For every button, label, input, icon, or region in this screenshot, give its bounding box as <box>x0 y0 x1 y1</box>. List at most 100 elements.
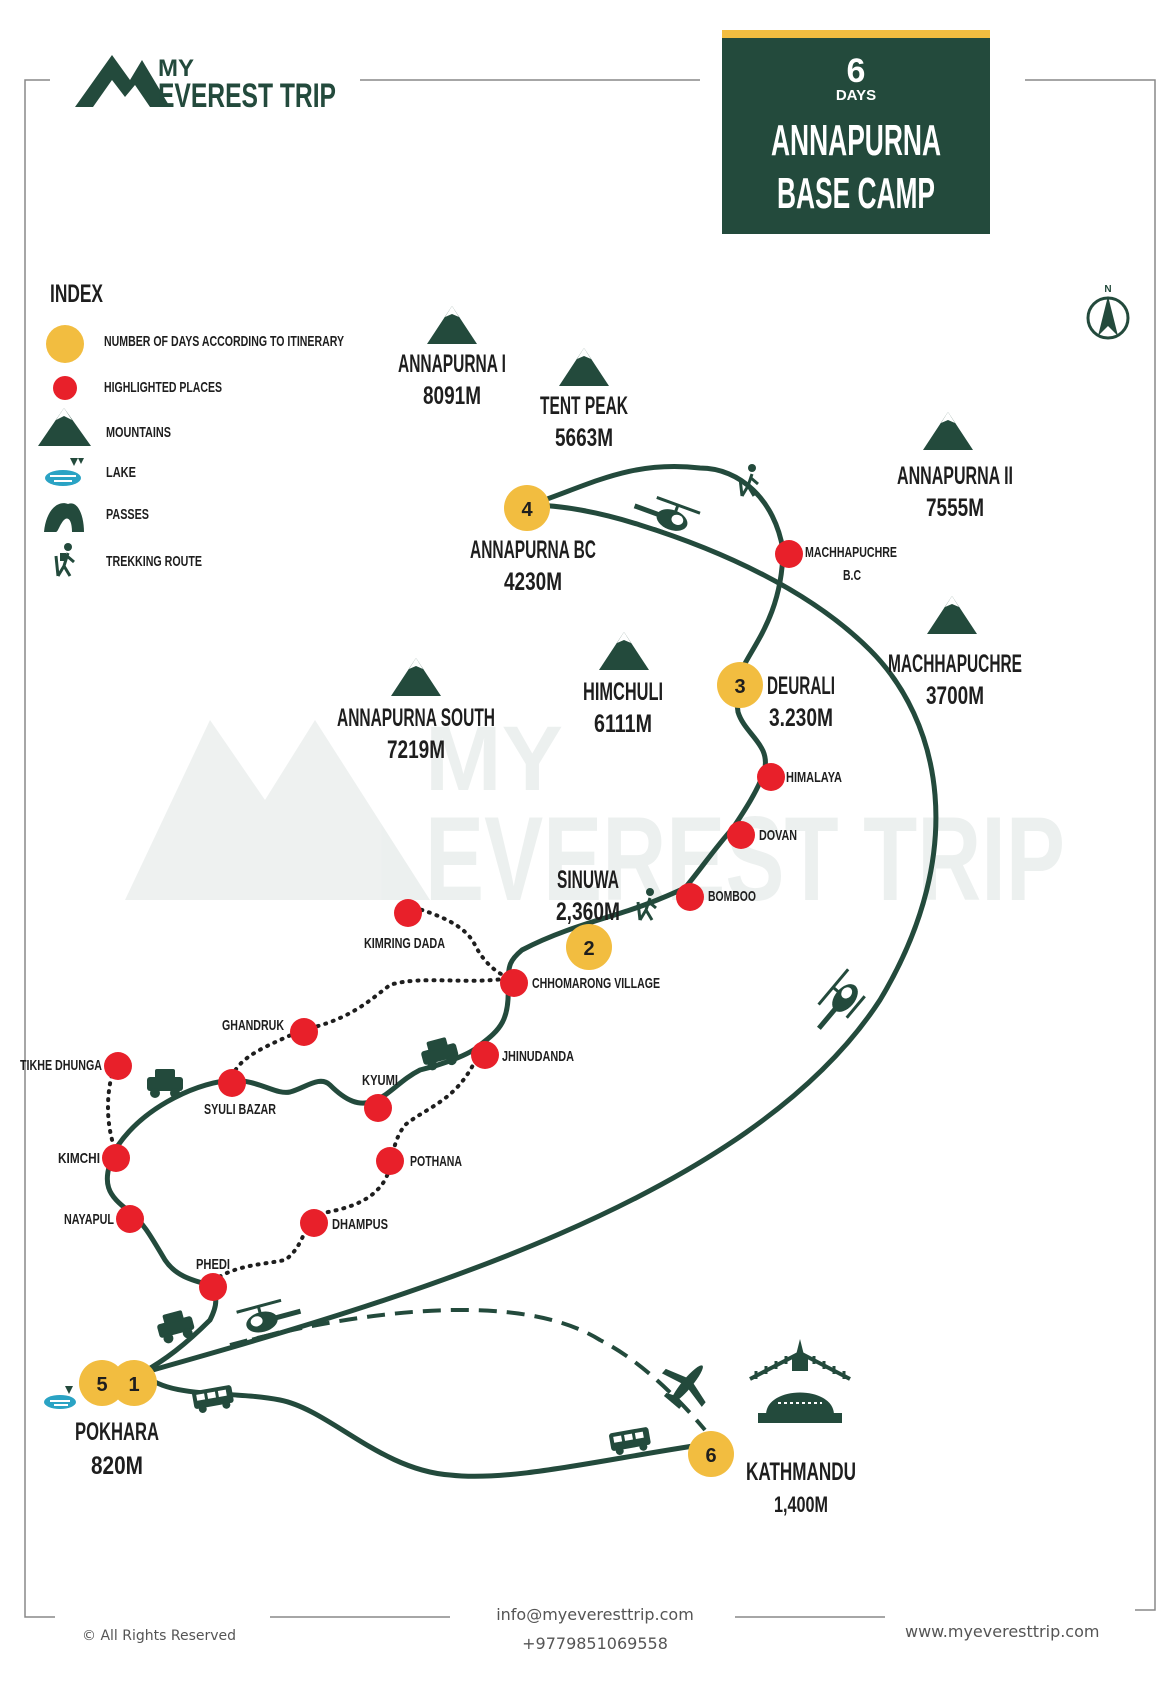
place-label: BOMBOO <box>708 888 756 905</box>
pass-icon <box>44 503 84 532</box>
mountain-icon <box>927 596 977 634</box>
day-number: 1 <box>128 1374 139 1396</box>
hiker-icon <box>738 464 759 497</box>
legend-label-passes: PASSES <box>106 506 149 523</box>
day-place-altitude: 3.230M <box>769 704 833 732</box>
footer-website[interactable]: www.myeveresttrip.com <box>905 1622 1100 1641</box>
jeep-icon <box>421 1037 459 1071</box>
brand-line1: MY <box>158 55 194 82</box>
mountain-altitude: 6111M <box>594 710 652 738</box>
marker-machhapuchre-bc <box>775 540 803 568</box>
legend-label-trekking: TREKKING ROUTE <box>106 553 202 570</box>
mountain-altitude: 8091M <box>423 382 481 410</box>
mountain-icon <box>38 408 91 446</box>
mountain-name: MACHHAPUCHRE <box>888 650 1022 678</box>
day-place-name: KATHMANDU <box>746 1458 856 1486</box>
marker-nayapul <box>116 1205 144 1233</box>
marker-pothana <box>376 1147 404 1175</box>
legend-label-mountains: MOUNTAINS <box>106 424 171 441</box>
marker-kyumi <box>364 1094 392 1122</box>
legend-label-places: HIGHLIGHTED PLACES <box>104 379 222 396</box>
route-helicopter <box>141 502 939 1376</box>
place-label: GHANDRUK <box>222 1017 284 1034</box>
compass-icon: N <box>1086 284 1130 340</box>
place-label: TIKHE DHUNGA <box>20 1057 102 1074</box>
place-label: KIMRING DADA <box>364 935 445 952</box>
marker-kimchi <box>102 1144 130 1172</box>
marker-ghandruk <box>290 1018 318 1046</box>
marker-himalaya <box>757 763 785 791</box>
mountain-icon <box>559 348 609 386</box>
place-label: DOVAN <box>759 827 797 844</box>
helicopter-icon <box>633 496 701 540</box>
legend-heading: INDEX <box>50 280 103 308</box>
marker-tikhe-dhunga <box>104 1052 132 1080</box>
lake-icon <box>44 1386 76 1409</box>
place-label: SYULI BAZAR <box>204 1101 276 1118</box>
marker-dovan <box>727 821 755 849</box>
title-box: 6 DAYS ANNAPURNA BASE CAMP <box>722 30 990 234</box>
hiker-icon <box>636 888 657 921</box>
legend-label-lake: LAKE <box>106 464 136 481</box>
brand-line2: EVEREST TRIP <box>158 77 336 115</box>
route-dotted-ghandruk <box>300 976 512 1032</box>
mountain-icons <box>391 306 977 696</box>
day-place-altitude: 820M <box>91 1452 143 1480</box>
day-number: 4 <box>521 499 533 521</box>
day-place-name: ANNAPURNA BC <box>470 536 596 564</box>
helicopter-icon <box>816 968 866 1030</box>
day-circle-icon <box>46 325 84 363</box>
place-markers <box>102 540 803 1301</box>
brand-logo: MY EVEREST TRIP <box>75 55 336 115</box>
day-markers: 4 3 2 5 1 6 <box>79 485 763 1477</box>
mountain-name: HIMCHULI <box>583 678 663 706</box>
footer-rights: © All Rights Reserved <box>82 1628 237 1644</box>
day-place-name: DEURALI <box>767 672 835 700</box>
helicopter-icon <box>236 1298 302 1341</box>
place-label: POTHANA <box>410 1153 462 1170</box>
route-flight <box>229 1308 707 1432</box>
footer-phone[interactable]: +9779851069558 <box>522 1634 668 1653</box>
route-dotted-pothana <box>310 1048 482 1217</box>
day-number: 6 <box>705 1445 716 1467</box>
marker-chhomrong <box>500 969 528 997</box>
place-label: KIMCHI <box>58 1150 100 1167</box>
hiker-icon <box>54 543 75 577</box>
mountain-icon <box>391 658 441 696</box>
place-labels: MACHHAPUCHRE B.C HIMALAYA DOVAN BOMBOO C… <box>20 544 897 1273</box>
legend-label-days: NUMBER OF DAYS ACCORDING TO ITINERARY <box>104 333 344 350</box>
mountain-icon <box>599 632 649 670</box>
mountain-labels: ANNAPURNA I 8091M TENT PEAK 5663M ANNAPU… <box>337 350 1022 764</box>
footer-email[interactable]: info@myeveresttrip.com <box>496 1605 694 1624</box>
marker-bamboo <box>676 883 704 911</box>
day-place-name: POKHARA <box>75 1418 159 1446</box>
bus-icon <box>192 1385 234 1413</box>
airplane-icon <box>661 1365 706 1409</box>
marker-kimrong <box>394 899 422 927</box>
title-line2: BASE CAMP <box>777 169 935 218</box>
mountain-name: ANNAPURNA I <box>398 350 506 378</box>
mountain-altitude: 5663M <box>555 424 613 452</box>
place-label: PHEDI <box>196 1256 230 1273</box>
mountain-altitude: 7219M <box>387 736 445 764</box>
marker-dhampus <box>300 1209 328 1237</box>
day-number: 3 <box>734 676 745 698</box>
legend: INDEX NUMBER OF DAYS ACCORDING TO ITINER… <box>38 280 344 577</box>
jeep-icon <box>147 1069 183 1098</box>
place-label: DHAMPUS <box>332 1216 388 1233</box>
mountain-altitude: 7555M <box>926 494 984 522</box>
watermark: MY EVEREST TRIP <box>125 708 1065 926</box>
compass-label: N <box>1104 284 1111 295</box>
title-days-label: DAYS <box>836 87 876 104</box>
stupa-icon <box>749 1339 851 1423</box>
mountain-name: ANNAPURNA SOUTH <box>337 704 495 732</box>
day-number: 5 <box>96 1374 107 1396</box>
day-place-altitude: 4230M <box>504 568 562 596</box>
lake-icon <box>45 458 84 486</box>
watermark-line1: MY <box>425 708 563 810</box>
transport-icons <box>44 464 866 1455</box>
jeep-icon <box>157 1310 195 1344</box>
mountain-icon <box>923 412 973 450</box>
place-label: JHINUDANDA <box>502 1048 574 1065</box>
mountain-altitude: 3700M <box>926 682 984 710</box>
